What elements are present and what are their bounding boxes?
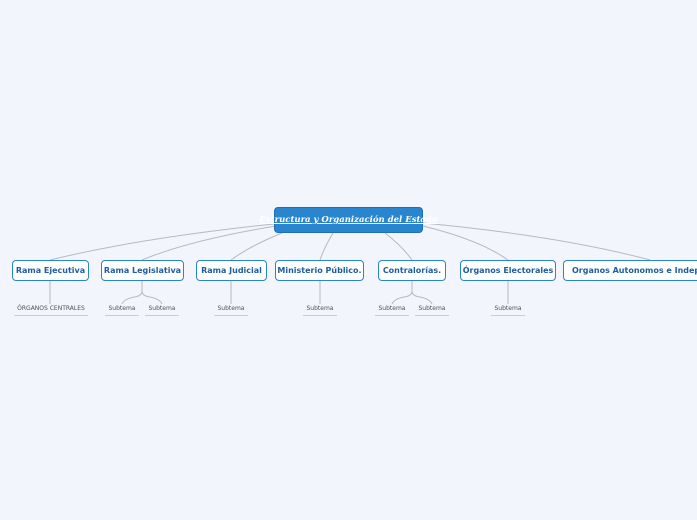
connector-organos-autonomos [422,222,651,261]
connector-contralorias [384,232,413,261]
connector-sub-contralorias-1 [391,281,413,305]
subtopic-contralorias-1[interactable]: Subtema [375,303,409,316]
subtopic-electorales[interactable]: Subtema [491,303,525,316]
connector-rama-ejecutiva [49,223,275,261]
connector-sub-legislativa-1 [121,281,143,305]
connector-sub-contralorias-2 [411,281,433,305]
connector-sub-legislativa-2 [141,281,163,305]
branch-rama-ejecutiva[interactable]: Rama Ejecutiva [12,260,89,281]
branch-organos-autonomos[interactable]: Organos Autonomos e Independientes [563,260,697,281]
subtopic-ministerio[interactable]: Subtema [303,303,337,316]
subtopic-legislativa-2[interactable]: Subtema [145,303,179,316]
central-topic[interactable]: Estructura y Organización del Estado [259,207,438,233]
branch-rama-judicial[interactable]: Rama Judicial [196,260,267,281]
branch-organos-electorales[interactable]: Órganos Electorales [460,260,556,281]
subtopic-contralorias-2[interactable]: Subtema [415,303,449,316]
subtopic-legislativa-1[interactable]: Subtema [105,303,139,316]
subtopic-judicial[interactable]: Subtema [214,303,248,316]
connector-rama-judicial [230,232,283,261]
connector-ministerio-publico [319,232,334,261]
branch-rama-legislativa[interactable]: Rama Legislativa [101,260,184,281]
connector-organos-electorales [422,225,509,261]
branch-contralorias[interactable]: Contralorías. [378,260,446,281]
subtopic-organos-centrales[interactable]: ÓRGANOS CENTRALES [14,303,88,316]
connector-rama-legislativa [141,225,277,261]
branch-ministerio-publico[interactable]: Ministerio Público. [275,260,364,281]
